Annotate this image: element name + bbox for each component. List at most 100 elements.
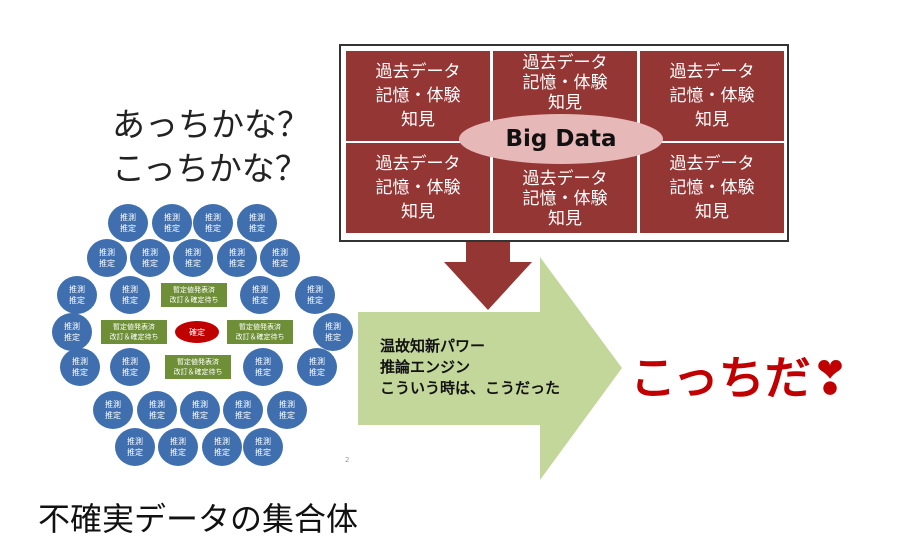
cell-line-3: 知見 xyxy=(695,110,729,130)
cell-line-3: 知見 xyxy=(695,202,729,222)
pending-label-2: 改訂＆確定待ち xyxy=(169,296,219,304)
estimate-circle: 推測推定 xyxy=(193,204,233,242)
estimate-circle: 推測推定 xyxy=(313,313,353,351)
circle-label-1: 推測 xyxy=(170,437,186,446)
cell-line-1: 過去データ xyxy=(522,169,608,189)
big-data-cell: 過去データ記憶・体験知見 xyxy=(346,51,490,141)
pending-label-2: 改訂＆確定待ち xyxy=(173,368,223,376)
big-data-cell: 過去データ記憶・体験知見 xyxy=(640,51,784,141)
circle-label-2: 推定 xyxy=(325,333,341,342)
circle-label-2: 推定 xyxy=(122,368,138,377)
circle-label-2: 推定 xyxy=(120,224,136,233)
question-line-1: あっちかな？ xyxy=(112,105,310,144)
engine-line-2: 推論エンジン xyxy=(380,358,471,376)
pending-label-1: 暫定値発表済 xyxy=(113,323,155,331)
circle-label-1: 推測 xyxy=(122,357,138,366)
page-number: 2 xyxy=(345,456,350,464)
circle-label-2: 推定 xyxy=(309,368,325,377)
circle-label-2: 推定 xyxy=(235,411,251,420)
circle-label-2: 推定 xyxy=(170,448,186,457)
circle-label-1: 推測 xyxy=(252,285,268,294)
estimate-circle: 推測推定 xyxy=(297,348,337,386)
question-line-2: こっちかな？ xyxy=(112,149,308,188)
estimate-circle: 推測推定 xyxy=(52,313,92,351)
circle-label-1: 推測 xyxy=(192,400,208,409)
estimate-circle: 推測推定 xyxy=(295,276,335,314)
estimate-circle: 推測推定 xyxy=(158,428,198,466)
cell-line-2: 記憶・体験 xyxy=(522,189,608,209)
estimate-circle: 推測推定 xyxy=(87,239,127,277)
circle-label-1: 推測 xyxy=(72,357,88,366)
answer-text: こっちだ❣ xyxy=(630,351,850,405)
cell-line-1: 過去データ xyxy=(669,62,755,82)
estimate-circle: 推測推定 xyxy=(223,391,263,429)
pending-label-2: 改訂＆確定待ち xyxy=(109,333,159,341)
circle-label-2: 推定 xyxy=(142,259,158,268)
engine-line-1: 温故知新パワー xyxy=(380,337,486,355)
estimate-circle: 推測推定 xyxy=(260,239,300,277)
estimate-circle: 推測推定 xyxy=(110,348,150,386)
cell-line-1: 過去データ xyxy=(375,154,461,174)
circle-label-2: 推定 xyxy=(272,259,288,268)
estimate-circle: 推測推定 xyxy=(152,204,192,242)
engine-line-3: こういう時は、こうだった xyxy=(380,379,561,397)
cell-line-3: 知見 xyxy=(548,93,582,113)
circle-label-1: 推測 xyxy=(127,437,143,446)
circle-label-2: 推定 xyxy=(214,448,230,457)
circle-label-2: 推定 xyxy=(127,448,143,457)
pending-box: 暫定値発表済改訂＆確定待ち xyxy=(161,283,227,307)
circle-label-1: 推測 xyxy=(229,248,245,257)
estimate-circle: 推測推定 xyxy=(237,204,277,242)
circle-label-1: 推測 xyxy=(325,322,341,331)
estimate-circle: 推測推定 xyxy=(130,239,170,277)
circle-label-2: 推定 xyxy=(185,259,201,268)
cell-line-3: 知見 xyxy=(401,110,435,130)
cell-line-2: 記憶・体験 xyxy=(375,86,461,106)
circle-label-1: 推測 xyxy=(214,437,230,446)
circle-label-2: 推定 xyxy=(149,411,165,420)
estimate-circle: 推測推定 xyxy=(108,204,148,242)
cell-line-2: 記憶・体験 xyxy=(522,73,608,93)
circle-label-1: 推測 xyxy=(272,248,288,257)
circle-label-1: 推測 xyxy=(120,213,136,222)
estimate-circle: 推測推定 xyxy=(240,276,280,314)
cell-line-3: 知見 xyxy=(548,209,582,229)
pending-label-1: 暫定値発表済 xyxy=(239,323,281,331)
circle-label-2: 推定 xyxy=(307,296,323,305)
circle-label-1: 推測 xyxy=(309,357,325,366)
estimate-circle: 推測推定 xyxy=(57,276,97,314)
estimate-circle: 推測推定 xyxy=(243,428,283,466)
circle-label-2: 推定 xyxy=(279,411,295,420)
pending-label-1: 暫定値発表済 xyxy=(177,358,219,366)
estimate-circle: 推測推定 xyxy=(60,348,100,386)
estimate-circle: 推測推定 xyxy=(93,391,133,429)
big-data-cell: 過去データ記憶・体験知見 xyxy=(346,143,490,233)
cell-line-1: 過去データ xyxy=(522,53,608,73)
circle-label-1: 推測 xyxy=(205,213,221,222)
circle-label-2: 推定 xyxy=(72,368,88,377)
estimate-circle: 推測推定 xyxy=(243,348,283,386)
circle-label-2: 推定 xyxy=(122,296,138,305)
cell-line-1: 過去データ xyxy=(375,62,461,82)
circle-label-2: 推定 xyxy=(105,411,121,420)
circle-label-2: 推定 xyxy=(164,224,180,233)
cell-line-2: 記憶・体験 xyxy=(669,86,755,106)
pending-box: 暫定値発表済改訂＆確定待ち xyxy=(227,320,293,344)
circle-label-2: 推定 xyxy=(192,411,208,420)
circle-label-2: 推定 xyxy=(255,448,271,457)
cell-line-2: 記憶・体験 xyxy=(669,178,755,198)
circle-label-2: 推定 xyxy=(99,259,115,268)
estimate-circle: 推測推定 xyxy=(173,239,213,277)
circle-label-1: 推測 xyxy=(255,437,271,446)
pending-box: 暫定値発表済改訂＆確定待ち xyxy=(165,355,231,379)
circle-label-1: 推測 xyxy=(235,400,251,409)
cell-line-2: 記憶・体験 xyxy=(375,178,461,198)
circle-label-1: 推測 xyxy=(249,213,265,222)
estimate-circle: 推測推定 xyxy=(267,391,307,429)
circle-label-1: 推測 xyxy=(122,285,138,294)
circle-label-1: 推測 xyxy=(279,400,295,409)
circle-label-1: 推測 xyxy=(149,400,165,409)
circle-label-2: 推定 xyxy=(249,224,265,233)
